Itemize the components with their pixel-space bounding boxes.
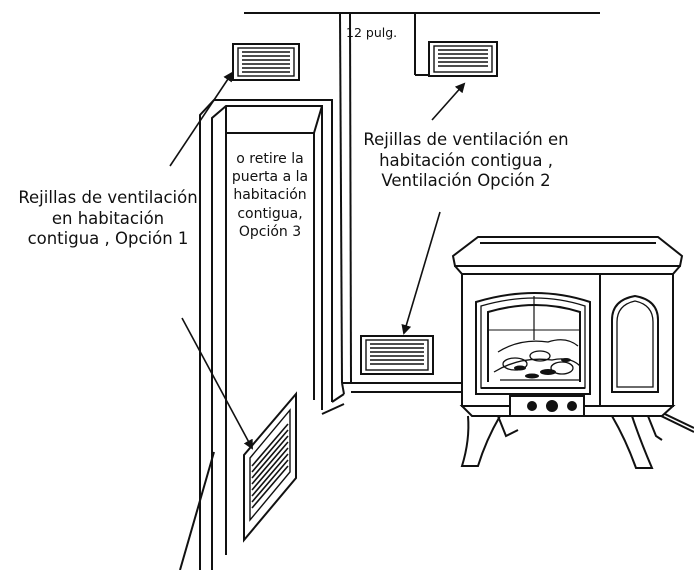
arrow-icon [401,211,441,335]
option3-callout: o retire la puerta a la habitación conti… [224,150,316,241]
option3-line: o retire la [236,151,304,167]
vent-grille-icon [428,41,498,77]
vent-grille-icon [232,43,300,81]
option1-line: Rejillas de ventilación [18,188,198,207]
option1-line: en habitación [51,208,165,228]
option2-line: habitación contigua , [379,150,553,170]
option2-line: Rejillas de ventilación en [363,130,569,149]
option1-callout: Rejillas de ventilación en habitación co… [8,188,208,250]
option3-line: habitación [233,187,307,204]
arrow-icon [169,71,234,167]
option2-callout: Rejillas de ventilación en habitación co… [350,130,582,192]
option3-line: contigua, [237,205,303,222]
arrow-icon [181,317,253,450]
option2-line: Ventilación Opción 2 [381,171,551,191]
option3-line: puerta a la [231,169,309,186]
arrow-icon [431,82,466,121]
fireplace-stove-icon [451,236,684,469]
option3-line: Opción 3 [238,223,302,240]
door-frame [199,99,333,570]
vent-grille-icon [360,335,434,375]
wall-corner-edge [339,12,352,384]
vent-grille-icon [243,391,297,543]
clearance-label: 12 pulg. [346,25,398,40]
left-wall-edge [179,451,215,570]
option1-line: contigua , Opción 1 [27,229,189,249]
clearance-dimension [414,13,428,76]
